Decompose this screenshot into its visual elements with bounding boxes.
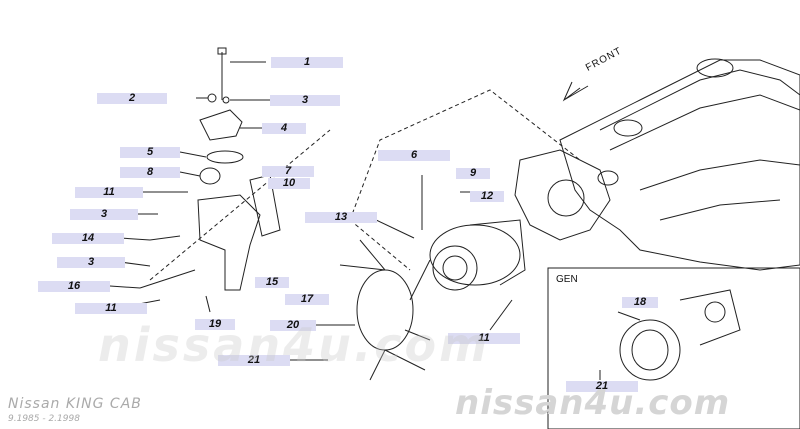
callout-12: 12 — [470, 191, 504, 202]
callout-18: 18 — [622, 297, 658, 308]
callout-7: 7 — [262, 166, 314, 177]
dashed-guide — [349, 89, 581, 271]
callout-15: 15 — [255, 277, 289, 288]
callout-11: 11 — [75, 187, 143, 198]
callout-1: 1 — [271, 57, 343, 68]
callout-8: 8 — [120, 167, 180, 178]
callout-21: 21 — [218, 355, 290, 366]
callout-4: 4 — [262, 123, 306, 134]
date-range: 9.1985 - 2.1998 — [8, 414, 80, 424]
thermostat-housing — [199, 109, 243, 141]
callout-16: 16 — [38, 281, 110, 292]
fan — [339, 239, 431, 381]
callout-3b: 3 — [70, 209, 138, 220]
watermark-center: nissan4u.com — [98, 318, 491, 372]
gen-inset-label: GEN — [556, 274, 578, 285]
callout-13: 13 — [305, 212, 377, 223]
watermark-bottom: nissan4u.com — [455, 383, 731, 423]
callout-19: 19 — [195, 319, 235, 330]
callout-3c: 3 — [57, 257, 125, 268]
front-arrow — [562, 81, 589, 102]
callout-20: 20 — [270, 320, 316, 331]
bolt-1 — [217, 47, 227, 100]
callout-17: 17 — [285, 294, 329, 305]
callout-21b: 21 — [566, 381, 638, 392]
model-name: Nissan KING CAB — [8, 396, 142, 412]
callout-2: 2 — [97, 93, 167, 104]
thermostat — [199, 167, 221, 185]
gen-pump — [619, 289, 741, 381]
callout-11b: 11 — [75, 303, 147, 314]
callout-6: 6 — [378, 150, 450, 161]
callout-10: 10 — [268, 178, 310, 189]
callout-5: 5 — [120, 147, 180, 158]
callout-9: 9 — [456, 168, 490, 179]
callout-11c: 11 — [448, 333, 520, 344]
gen-inset-box — [547, 267, 800, 429]
water-pump — [429, 219, 526, 291]
water-inlet — [197, 194, 261, 291]
gasket — [206, 150, 244, 164]
callout-3: 3 — [270, 95, 340, 106]
callout-14: 14 — [52, 233, 124, 244]
engine-block — [514, 58, 800, 271]
